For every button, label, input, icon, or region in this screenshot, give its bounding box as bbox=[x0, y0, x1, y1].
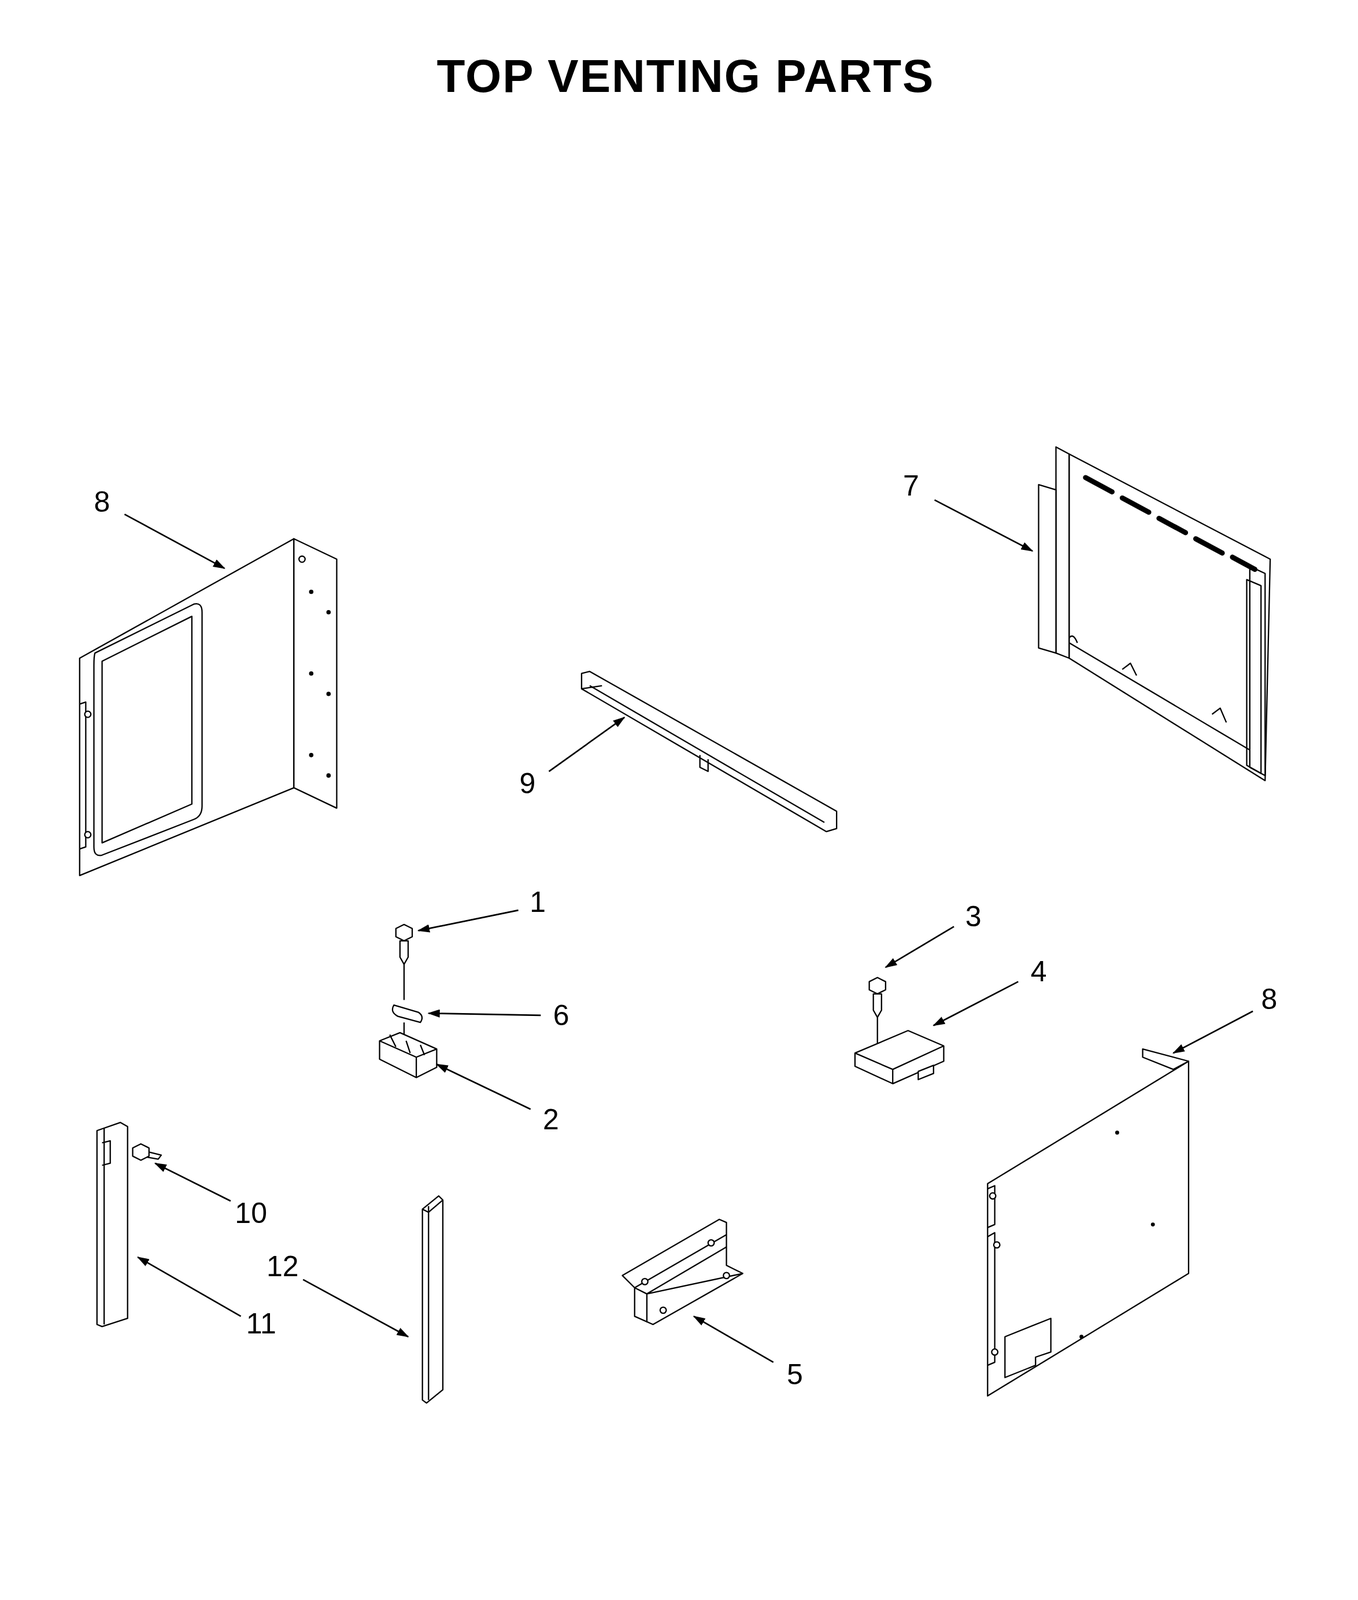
side-rail bbox=[422, 1195, 443, 1403]
electronic-module bbox=[855, 1030, 945, 1084]
vent-panel bbox=[1038, 446, 1271, 781]
screw bbox=[396, 924, 413, 1001]
side-rail bbox=[97, 1122, 162, 1327]
callout-number: 12 bbox=[266, 1251, 299, 1281]
mounting-bracket bbox=[622, 1219, 743, 1325]
callout-number: 3 bbox=[965, 901, 982, 931]
fuse-holder bbox=[379, 1032, 438, 1078]
leader-lines bbox=[124, 500, 1253, 1363]
side-panel bbox=[79, 538, 338, 876]
callout-number: 9 bbox=[519, 768, 536, 798]
callout-number: 4 bbox=[1030, 956, 1047, 986]
callout-number: 10 bbox=[234, 1198, 268, 1228]
callout-number: 1 bbox=[529, 887, 546, 917]
callout-number: 5 bbox=[786, 1359, 804, 1389]
callout-number: 6 bbox=[553, 1000, 570, 1030]
diagram-title: TOP VENTING PARTS bbox=[437, 53, 935, 100]
callout-number: 2 bbox=[542, 1104, 560, 1134]
side-panel bbox=[987, 1048, 1189, 1396]
callout-number: 8 bbox=[94, 487, 111, 517]
support-bar bbox=[581, 671, 837, 832]
callout-number: 8 bbox=[1261, 984, 1278, 1014]
fuse bbox=[392, 1004, 423, 1036]
screw bbox=[869, 977, 886, 1046]
callout-number: 11 bbox=[246, 1308, 277, 1338]
callout-number: 7 bbox=[903, 471, 920, 501]
